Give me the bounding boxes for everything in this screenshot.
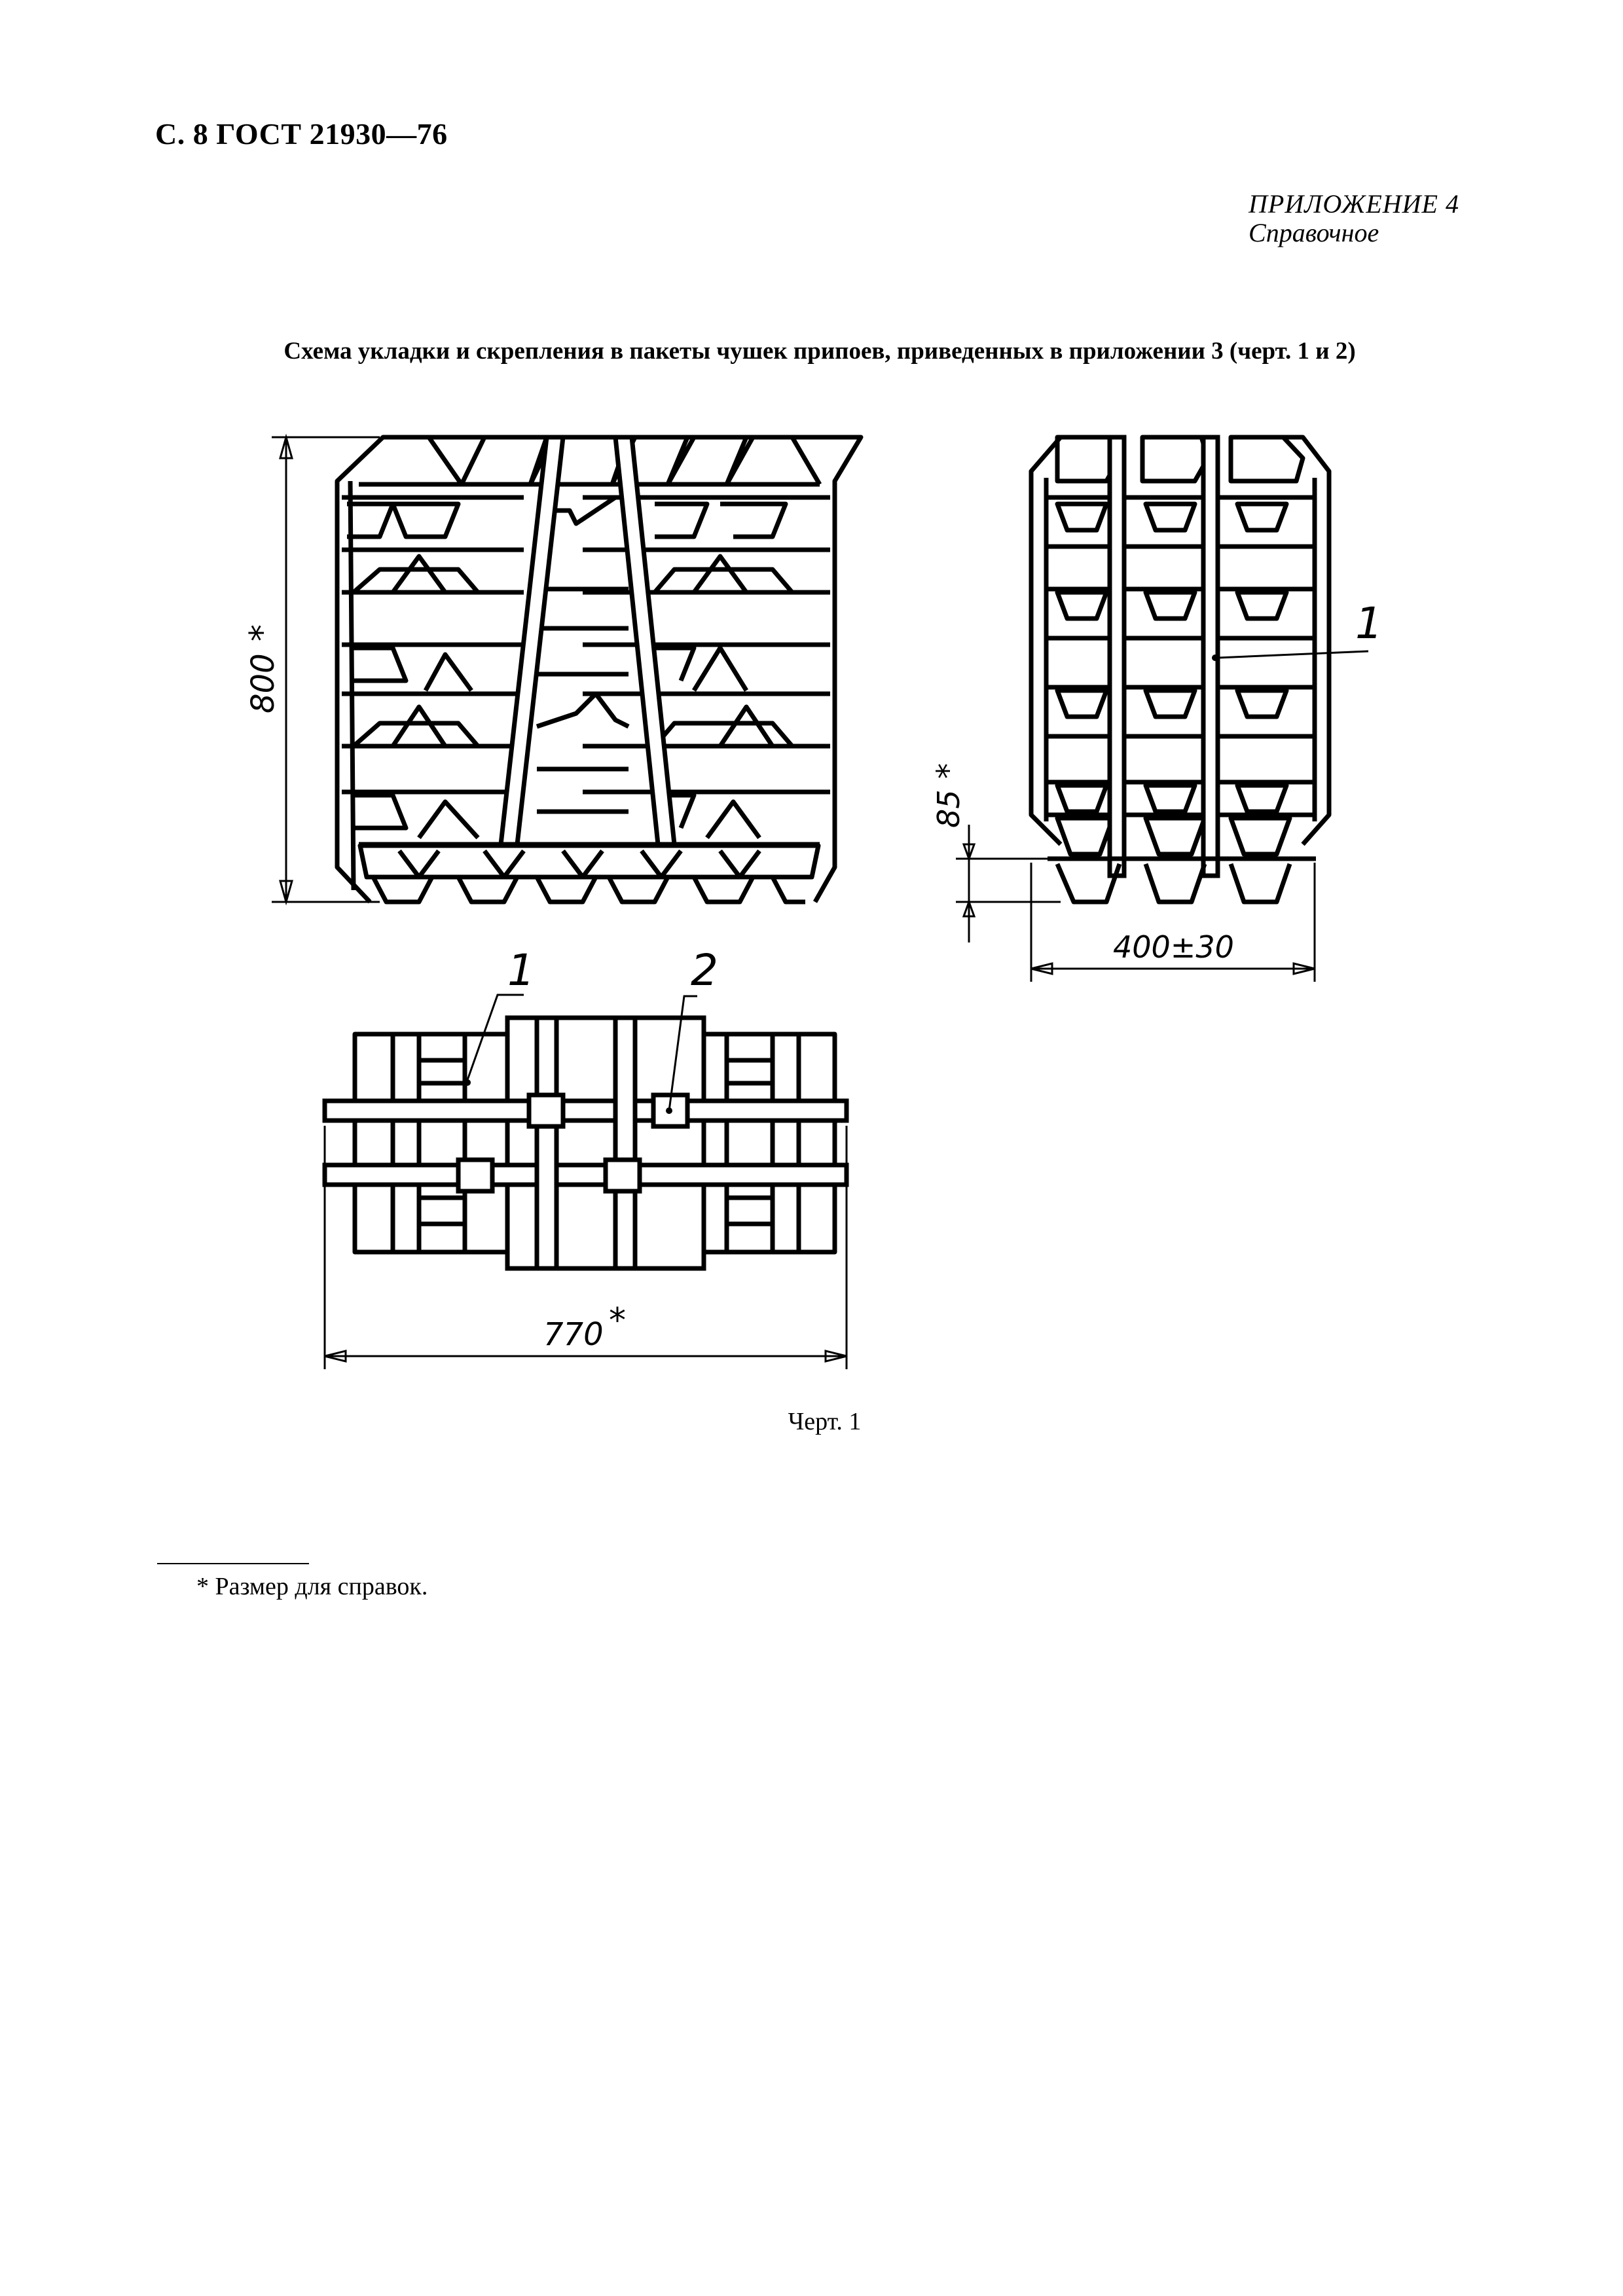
figure-title: Схема укладки и скрепления в пакеты чуше… <box>283 338 1356 365</box>
callout-1-side: 1 <box>1355 598 1383 649</box>
appendix-type: Справочное <box>1249 218 1379 247</box>
top-view <box>322 994 849 1369</box>
dim-height-star: * <box>243 624 282 641</box>
page-header: С. 8 ГОСТ 21930—76 <box>155 117 448 151</box>
footnote-divider <box>157 1563 309 1564</box>
dim-pallet-star: * <box>930 763 967 779</box>
side-view <box>956 435 1369 982</box>
callout-2-top: 2 <box>691 945 718 996</box>
front-view <box>272 433 864 906</box>
dim-length-star: * <box>609 1301 626 1340</box>
dim-height-label: 800 <box>245 653 282 713</box>
footnote: * Размер для справок. <box>196 1573 428 1600</box>
appendix-block: ПРИЛОЖЕНИЕ 4 Справочное <box>1249 190 1459 247</box>
dim-pallet-label: 85 <box>931 789 966 828</box>
callout-1-top: 1 <box>507 945 535 996</box>
figure-caption: Черт. 1 <box>788 1408 862 1435</box>
dim-depth-label: 400±30 <box>1113 929 1234 965</box>
dim-length-label: 770 <box>543 1316 604 1353</box>
appendix-label: ПРИЛОЖЕНИЕ 4 <box>1249 189 1459 219</box>
